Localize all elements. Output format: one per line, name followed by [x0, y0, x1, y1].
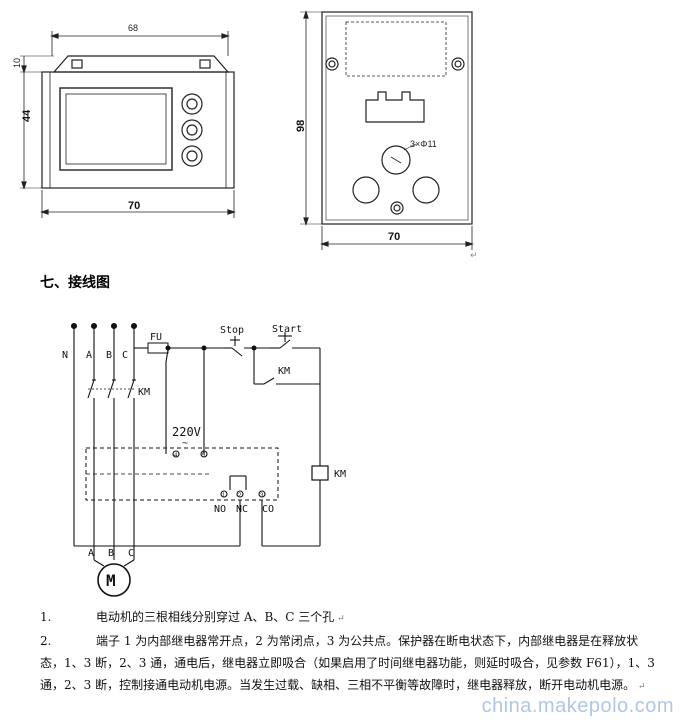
note-2: 2.端子 1 为内部继电器常开点，2 为常闭点，3 为公共点。保护器在断电状态下…: [40, 630, 658, 698]
back-view-drawing: [300, 10, 474, 250]
label-motor-a: A: [88, 548, 94, 559]
terminal-3: 3: [260, 493, 264, 499]
terminal-1: 1: [222, 493, 226, 499]
label-motor-b: B: [108, 548, 114, 559]
note-2-text: 端子 1 为内部继电器常开点，2 为常闭点，3 为公共点。保护器在断电状态下，内…: [40, 634, 655, 692]
label-stop: Stop: [220, 325, 244, 336]
label-fu: FU: [150, 332, 162, 343]
dim-height-main-label: 44: [21, 109, 33, 122]
hole-spec-label: 3×Φ11: [410, 139, 437, 149]
terminal-5: 5: [202, 453, 206, 459]
label-no: NO: [214, 504, 226, 515]
label-n: N: [62, 350, 68, 361]
label-nc: NC: [236, 504, 248, 515]
label-km-coil: KM: [334, 469, 346, 480]
wiring-diagram: [70, 322, 329, 597]
label-start: Start: [272, 324, 302, 335]
front-view-drawing: [20, 31, 236, 218]
motor-symbol: M: [106, 571, 116, 590]
dim-height-small-label: 10: [12, 58, 22, 68]
dim-width-right-label: 70: [388, 231, 400, 243]
label-co: CO: [262, 504, 274, 515]
label-ac-tilde: ~: [182, 438, 188, 449]
note-1-number: 1.: [40, 610, 52, 624]
label-km-main: KM: [138, 387, 150, 398]
dim-width-top-label: 68: [128, 23, 138, 33]
label-motor-c: C: [128, 548, 134, 559]
dim-height-right-label: 98: [295, 120, 307, 132]
wiring-labels: N A B C FU Stop Start KM KM KM 220V ~ NO…: [62, 324, 346, 590]
return-mark: ↵: [470, 251, 478, 261]
label-c: C: [122, 350, 128, 361]
label-km-hold: KM: [278, 366, 290, 377]
terminal-4: 4: [174, 453, 178, 459]
label-a: A: [86, 350, 92, 361]
dim-width-bottom-label: 70: [128, 200, 140, 212]
label-b: B: [106, 350, 112, 361]
section-heading: 七、接线图: [40, 274, 110, 291]
note-1: 1.电动机的三根相线分别穿过 A、B、C 三个孔 ↵: [40, 606, 640, 630]
note-1-text: 电动机的三根相线分别穿过 A、B、C 三个孔: [96, 610, 335, 624]
watermark: china.makepolo.com: [481, 695, 674, 717]
terminal-2: 2: [238, 493, 242, 499]
note-2-number: 2.: [40, 634, 52, 648]
label-220v: 220V: [172, 425, 201, 439]
